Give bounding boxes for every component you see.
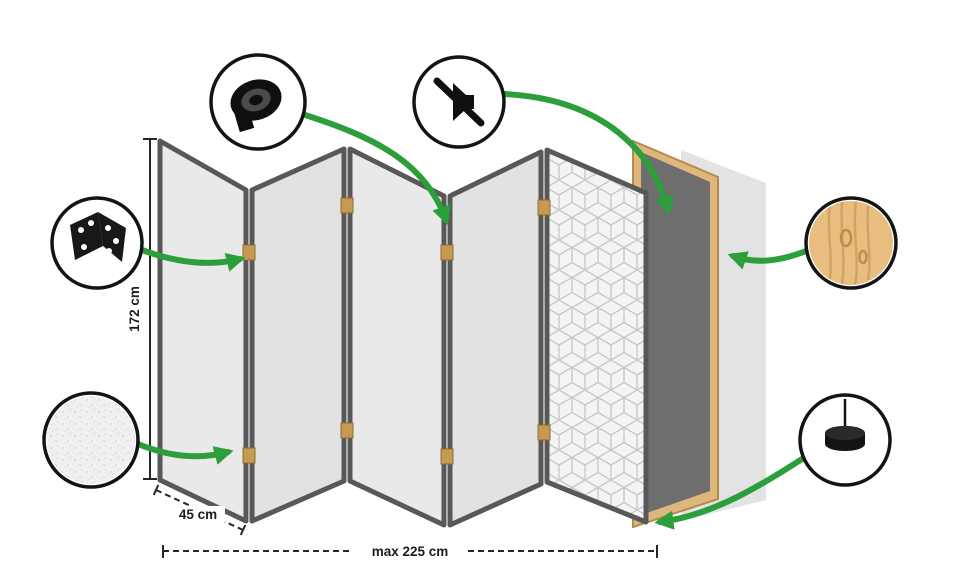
panel-4 [447,149,544,528]
panel-width-dimension [152,484,247,536]
height-dimension [143,138,157,480]
hinge [537,199,551,216]
panel-hinges [242,197,551,465]
callout-pin [798,393,892,487]
callout-wood [804,196,898,290]
arrow-sound [501,91,674,216]
max-width-label: max 225 cm [372,544,449,559]
rear-layers [632,139,766,529]
hinge [242,244,256,261]
panel-2 [249,146,347,524]
arrow-hinge [139,247,246,272]
hinge-icon [70,212,126,262]
panel-1 [157,138,249,524]
callout-sound-off [412,55,506,149]
arrow-tape [299,111,451,226]
hinge [440,244,454,261]
panel-width-label: 45 cm [179,507,217,522]
fleece-texture-icon [47,396,135,484]
hinge [537,424,551,441]
arrow-fleece [135,441,234,465]
panel-5-patterned [544,147,649,525]
mounting-pin-icon [825,399,865,451]
panel-3 [347,146,447,528]
arrow-wood [727,248,809,270]
core-panel-face [641,152,710,515]
panel-width-label-bg [171,506,225,522]
max-width-dimension [162,545,658,558]
callout-tape [209,53,307,151]
callout-fleece [42,391,140,489]
hinge [242,447,256,464]
hinge [340,197,354,214]
callout-hinge [50,196,144,290]
height-label: 172 cm [127,286,142,332]
arrow-pin [654,456,805,530]
callout-arrows [135,91,809,530]
hinge [340,422,354,439]
adhesive-tape-icon [230,79,282,133]
hinge [440,448,454,465]
accordion-panels [157,138,649,528]
sound-off-icon [433,77,485,127]
